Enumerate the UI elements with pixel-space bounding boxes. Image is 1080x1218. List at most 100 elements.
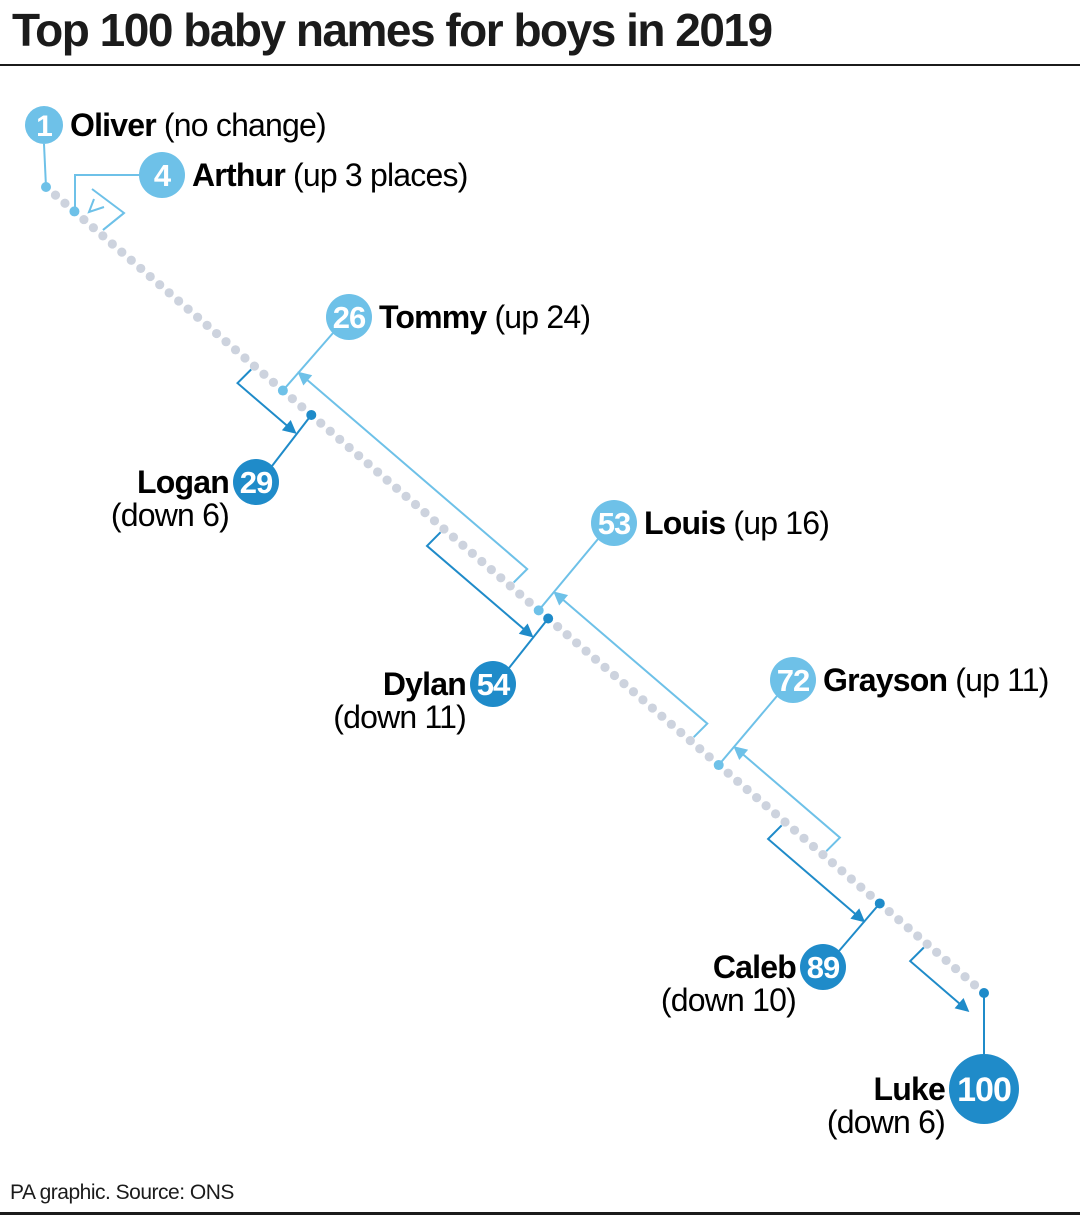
track-dot bbox=[733, 776, 743, 786]
track-dot bbox=[562, 630, 572, 640]
arrow-head bbox=[281, 419, 297, 434]
track-dot bbox=[230, 345, 241, 355]
track-dot bbox=[249, 361, 260, 371]
rank-number: 89 bbox=[807, 950, 840, 985]
track-dot bbox=[571, 638, 582, 648]
change-text: (up 24) bbox=[494, 299, 590, 335]
track-dot bbox=[335, 434, 345, 444]
arrow-head bbox=[518, 623, 534, 638]
name-label: Luke bbox=[874, 1071, 946, 1107]
track-dot bbox=[410, 499, 421, 510]
name-text: Grayson bbox=[823, 662, 947, 698]
change-text: (down 11) bbox=[333, 699, 466, 735]
track-dot bbox=[628, 687, 639, 697]
leader-line bbox=[282, 332, 334, 392]
track-dot bbox=[268, 377, 278, 387]
track-dot bbox=[524, 597, 534, 607]
track-dot bbox=[770, 809, 781, 819]
change-text: (down 6) bbox=[111, 497, 229, 533]
change-arrow bbox=[562, 599, 709, 738]
track-dot bbox=[903, 923, 913, 933]
track-dot bbox=[761, 801, 771, 811]
name-label: Arthur(up 3 places) bbox=[192, 157, 468, 193]
arrow-head bbox=[954, 997, 970, 1013]
change-arrow bbox=[908, 946, 961, 1005]
rank-dot bbox=[543, 613, 554, 624]
rank-badge bbox=[326, 294, 372, 340]
name-text: Oliver bbox=[70, 107, 156, 143]
change-arrow bbox=[91, 188, 126, 231]
change-arrows bbox=[74, 174, 970, 1013]
track-dot bbox=[922, 939, 932, 949]
track-dot bbox=[88, 223, 98, 233]
track-dot bbox=[467, 548, 477, 558]
track-dot bbox=[581, 646, 591, 656]
change-arrow bbox=[766, 824, 856, 915]
track-dot bbox=[780, 817, 790, 827]
track-dot bbox=[913, 931, 923, 941]
track-dot bbox=[391, 483, 402, 493]
track-dot bbox=[448, 532, 459, 542]
track-dot bbox=[941, 955, 951, 966]
track-dot bbox=[695, 744, 705, 754]
change-text: (down 6) bbox=[827, 1104, 945, 1140]
track-dot bbox=[382, 475, 392, 485]
leader-line bbox=[537, 538, 599, 612]
track-dot bbox=[354, 451, 364, 461]
track-dot bbox=[808, 841, 819, 852]
track-dot bbox=[619, 679, 629, 689]
track-dot bbox=[60, 198, 70, 208]
rank-number: 4 bbox=[154, 158, 172, 193]
arrow-head bbox=[733, 746, 749, 761]
name-markers: 1 Oliver(no change) 4 Arthur(up 3 places) 26… bbox=[25, 106, 1049, 1140]
page-title: Top 100 baby names for boys in 2019 bbox=[12, 4, 773, 56]
track-dot bbox=[240, 353, 250, 363]
rank-dot bbox=[713, 760, 724, 771]
track-dot bbox=[107, 239, 117, 249]
name-text: Louis bbox=[644, 505, 725, 541]
name-label: Grayson(up 11) bbox=[823, 662, 1049, 698]
change-text: (up 3 places) bbox=[293, 157, 468, 193]
track-dot bbox=[259, 369, 269, 379]
rank-badge bbox=[800, 944, 846, 990]
rank-dot bbox=[874, 898, 885, 909]
rank-chart: 1 Oliver(no change) 4 Arthur(up 3 places) 26… bbox=[25, 106, 1049, 1140]
track-dot bbox=[373, 467, 383, 477]
track-dot bbox=[325, 426, 335, 436]
rank-dot bbox=[277, 385, 288, 396]
change-arrow bbox=[742, 753, 842, 852]
track-dot bbox=[685, 736, 695, 746]
track-dot bbox=[827, 858, 838, 868]
change-arrow bbox=[236, 368, 288, 427]
rank-number: 1 bbox=[36, 110, 52, 143]
track-dot bbox=[742, 784, 752, 795]
track-dot bbox=[297, 402, 307, 412]
track-dot bbox=[657, 711, 667, 721]
track-dot bbox=[145, 271, 155, 282]
track-dot bbox=[344, 442, 354, 453]
track-dot bbox=[505, 581, 515, 591]
track-dot bbox=[846, 874, 856, 884]
track-dot bbox=[856, 882, 866, 892]
rank-dot bbox=[979, 988, 989, 998]
leader-line bbox=[508, 617, 549, 669]
track-dot bbox=[515, 589, 525, 599]
track-dot bbox=[818, 849, 828, 860]
name-label: Oliver(no change) bbox=[70, 107, 326, 143]
track-dot bbox=[647, 703, 657, 713]
name-label: Caleb bbox=[713, 949, 796, 985]
track-dot bbox=[865, 890, 875, 900]
arrow-head bbox=[553, 591, 569, 606]
rank-badge bbox=[949, 1054, 1019, 1124]
rank-dot bbox=[69, 206, 80, 217]
track-dot bbox=[155, 280, 165, 290]
track-dot bbox=[960, 972, 970, 982]
track-dot bbox=[420, 508, 430, 518]
rank-badge bbox=[470, 661, 516, 707]
rank-number: 26 bbox=[333, 300, 366, 335]
source-credit: PA graphic. Source: ONS bbox=[10, 1181, 234, 1204]
track-dot bbox=[316, 418, 326, 428]
track-dot bbox=[183, 304, 193, 314]
name-label: Louis(up 16) bbox=[644, 505, 829, 541]
connector-line bbox=[74, 174, 140, 207]
